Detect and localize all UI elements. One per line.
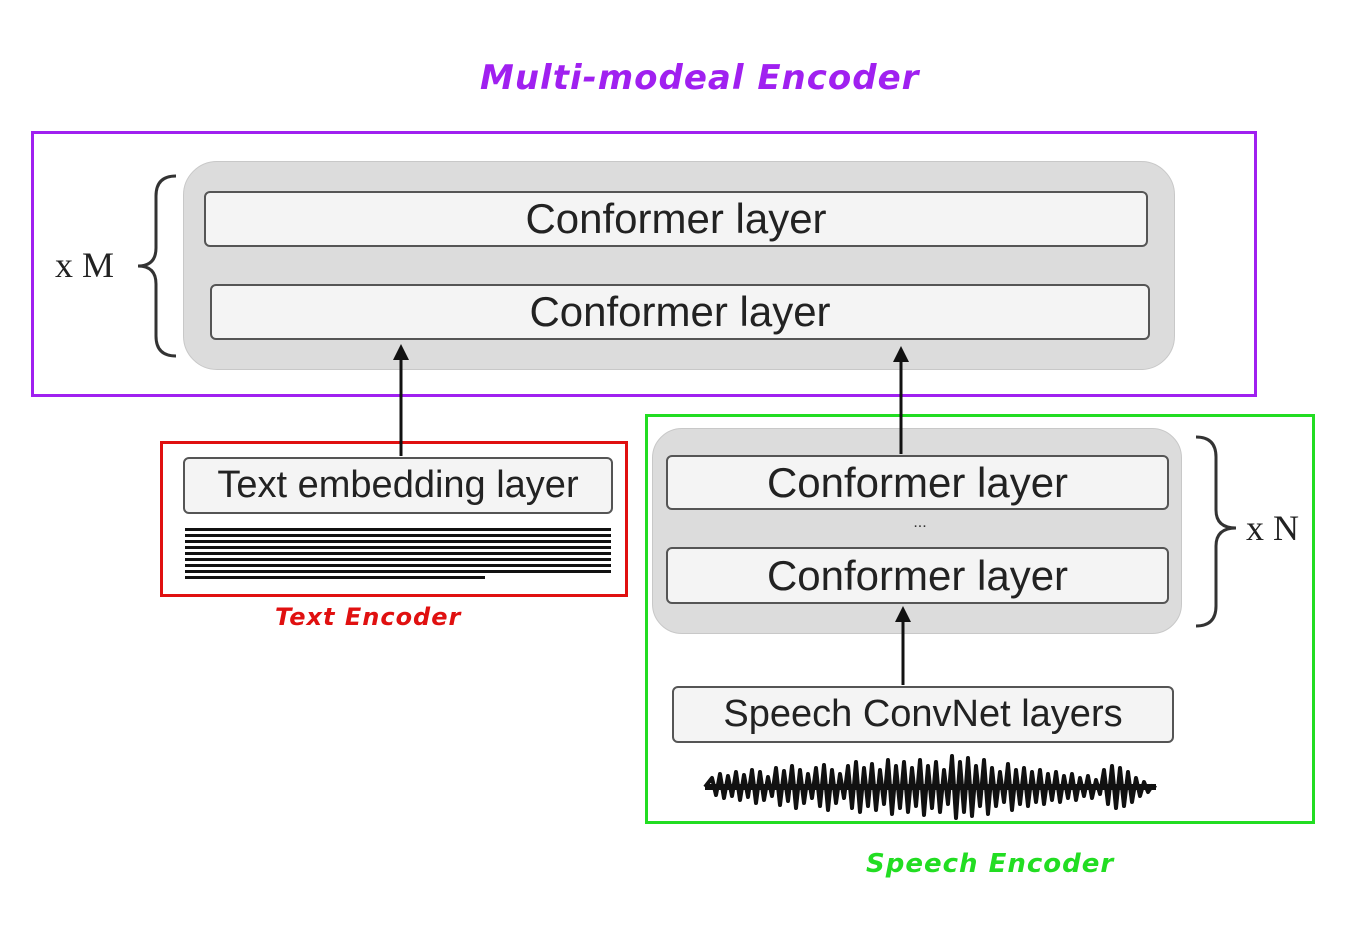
- text-encoder-frame: [160, 441, 628, 597]
- speech-convnet-layers: Speech ConvNet layers: [672, 686, 1174, 743]
- speech-conformer-layer-top: Conformer layer: [666, 455, 1169, 510]
- multimodal-encoder-frame: [31, 131, 1257, 397]
- multimodal-conformer-layer-bottom: Conformer layer: [210, 284, 1150, 340]
- multimodal-repeat-label: x M: [55, 245, 115, 285]
- speech-arrowhead: [893, 346, 909, 362]
- text-embedding-layer: Text embedding layer: [183, 457, 613, 514]
- text-arrowhead: [393, 344, 409, 360]
- multimodal-conformer-layer-top: Conformer layer: [204, 191, 1148, 247]
- speech-conformer-layer-bottom: Conformer layer: [666, 547, 1169, 604]
- speech-layers-ellipsis: ...: [913, 514, 927, 531]
- speech-encoder-title: Speech Encoder: [866, 849, 1115, 879]
- speech-encoder-frame: [645, 414, 1315, 824]
- speech-repeat-label: x N: [1246, 508, 1299, 548]
- convnet-arrowhead: [895, 606, 911, 622]
- multimodal-encoder-title: Multi-modeal Encoder: [480, 58, 920, 98]
- text-lines-icon: [185, 528, 611, 579]
- speech-brace: [1195, 435, 1237, 628]
- speech-waveform-icon: [703, 754, 1157, 820]
- multimodal-brace: [137, 174, 177, 358]
- text-encoder-title: Text Encoder: [275, 603, 462, 631]
